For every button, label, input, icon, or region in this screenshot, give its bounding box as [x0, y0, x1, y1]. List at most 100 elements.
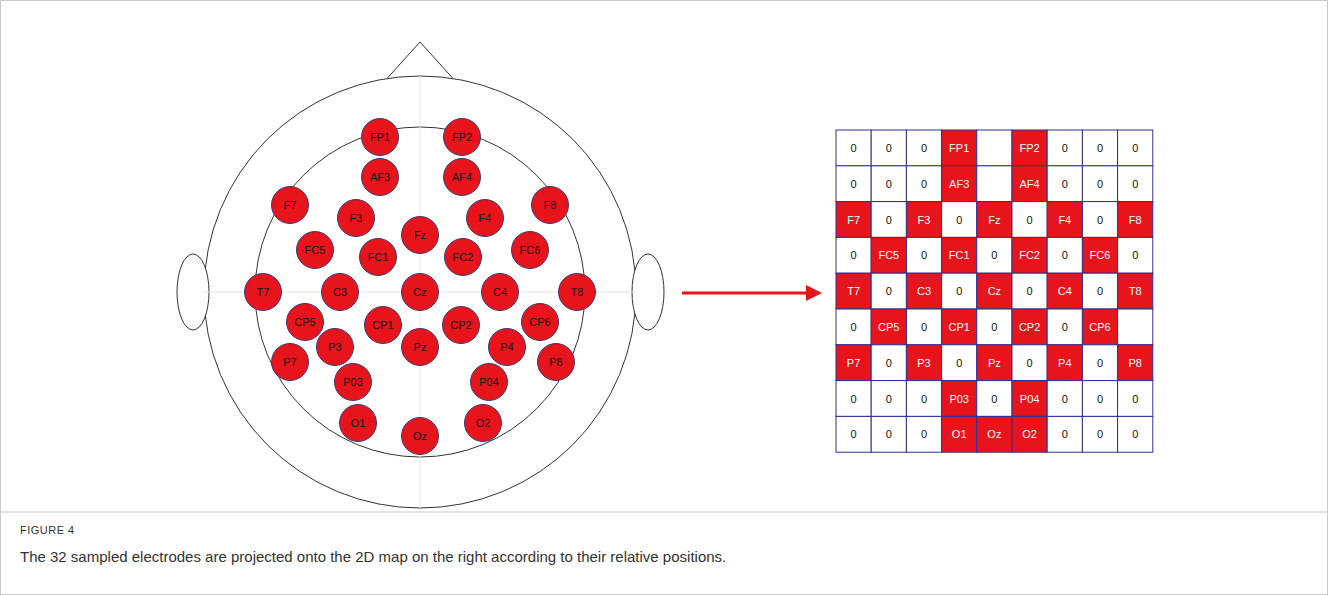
- grid-cell: [871, 309, 906, 345]
- table-cell: P04: [1020, 393, 1040, 404]
- table-cell: 0: [1027, 286, 1033, 297]
- table-cell: Pz: [988, 357, 1001, 368]
- electrode-circle: CP6: [521, 303, 559, 341]
- table-cell: 0: [1132, 393, 1138, 404]
- electrode-circle: F3: [337, 199, 375, 237]
- electrode-label: F3: [350, 213, 363, 224]
- electrode-label: O2: [476, 418, 491, 429]
- table-cell: 0: [1062, 142, 1068, 153]
- electrode-label: FP2: [452, 132, 472, 143]
- grid-cell: [1047, 273, 1082, 309]
- grid-cell: [1118, 130, 1153, 166]
- table-cell: 0: [1097, 214, 1103, 225]
- electrode-label: FC6: [520, 245, 541, 256]
- grid-cell: [1047, 381, 1082, 417]
- grid-cell: [836, 416, 871, 452]
- table-cell: FC6: [1090, 250, 1111, 261]
- electrode-circle: F7: [271, 186, 309, 224]
- grid-cell: [836, 345, 871, 381]
- table-cell: 0: [1097, 178, 1103, 189]
- grid-cell: [1118, 381, 1153, 417]
- electrode-circle: O2: [464, 404, 502, 442]
- electrode-circle: Fz: [401, 216, 439, 254]
- electrode-label: CP1: [372, 320, 393, 331]
- grid-cell: [977, 130, 1012, 166]
- grid-cell: [1012, 166, 1047, 202]
- grid-cell: [871, 237, 906, 273]
- electrode-label: FC5: [305, 245, 326, 256]
- table-cell: FC2: [1019, 250, 1040, 261]
- electrode-circle: Oz: [401, 417, 439, 455]
- table-cell: T7: [847, 286, 860, 297]
- grid-cell: [1047, 309, 1082, 345]
- electrode-label: P3: [328, 342, 341, 353]
- grid-cell: [871, 166, 906, 202]
- grid-cell: [1082, 237, 1117, 273]
- grid-cell: [1082, 166, 1117, 202]
- electrode-circle: P8: [537, 343, 575, 381]
- table-cell: 0: [921, 429, 927, 440]
- grid-cell: [836, 202, 871, 238]
- table-cell: Fz: [988, 214, 1000, 225]
- electrode-circle: Cz: [401, 273, 439, 311]
- table-cell: FC1: [949, 250, 970, 261]
- table-cell: 0: [921, 321, 927, 332]
- electrode-circle: O1: [339, 404, 377, 442]
- electrode-label: FP1: [370, 132, 390, 143]
- electrode-circle: P03: [334, 363, 372, 401]
- electrode-label: CP6: [529, 317, 550, 328]
- grid-cell: [836, 237, 871, 273]
- electrode-label: O1: [351, 418, 366, 429]
- grid-cell: [977, 345, 1012, 381]
- table-cell: CP2: [1019, 321, 1040, 332]
- electrode-label: P8: [549, 357, 562, 368]
- grid-cell: [906, 381, 941, 417]
- grid-cell: [942, 416, 977, 452]
- electrode-label: F4: [479, 213, 492, 224]
- electrode-circle: C4: [481, 273, 519, 311]
- grid-cell: [836, 166, 871, 202]
- table-cell: 0: [1062, 178, 1068, 189]
- grid-cell: [1047, 166, 1082, 202]
- grid-cell: [871, 273, 906, 309]
- grid-cell: [1118, 237, 1153, 273]
- grid-cell: [836, 273, 871, 309]
- grid-cell: [1118, 309, 1153, 345]
- table-cell: 0: [956, 286, 962, 297]
- grid-cell: [1082, 202, 1117, 238]
- grid-cell: [1118, 416, 1153, 452]
- table-cell: 0: [886, 286, 892, 297]
- table-cell: 0: [851, 178, 857, 189]
- table-cell: F4: [1058, 214, 1071, 225]
- table-cell: Oz: [987, 429, 1001, 440]
- table-cell: CP5: [878, 321, 899, 332]
- grid-cell: [977, 166, 1012, 202]
- grid-cell: [906, 166, 941, 202]
- projection-arrow: [682, 292, 808, 295]
- grid-cell: [942, 202, 977, 238]
- electrode-label: CP2: [450, 320, 471, 331]
- grid-cell: [1012, 202, 1047, 238]
- electrode-label: AF4: [452, 172, 472, 183]
- table-cell: 0: [921, 142, 927, 153]
- grid-cell: [1012, 273, 1047, 309]
- table-cell: 0: [921, 178, 927, 189]
- electrode-circle: FP1: [361, 118, 399, 156]
- grid-cell: [871, 416, 906, 452]
- table-cell: 0: [851, 429, 857, 440]
- table-cell: 0: [991, 250, 997, 261]
- grid-cell: [1082, 345, 1117, 381]
- table-cell: CP1: [948, 321, 969, 332]
- electrode-circle: F4: [466, 199, 504, 237]
- table-cell: 0: [921, 250, 927, 261]
- grid-cell: [836, 381, 871, 417]
- table-cell: 0: [886, 357, 892, 368]
- grid-cell: [942, 273, 977, 309]
- table-cell: 0: [1027, 214, 1033, 225]
- table-cell: 0: [851, 321, 857, 332]
- electrode-label: FC2: [453, 252, 474, 263]
- electrode-circle: FC6: [511, 231, 549, 269]
- grid-cell: [977, 309, 1012, 345]
- electrode-label: C3: [333, 287, 347, 298]
